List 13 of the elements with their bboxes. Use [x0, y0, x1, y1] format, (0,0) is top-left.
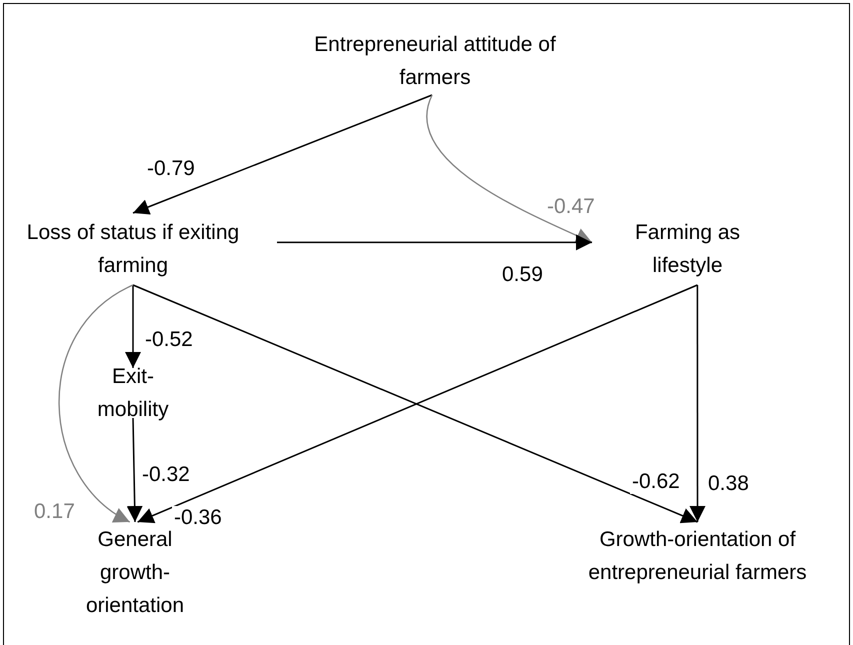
variable-label: Farming as lifestyle: [605, 216, 770, 282]
arrow: [277, 234, 592, 250]
variable-label: Entrepreneurial attitude of farmers: [290, 28, 580, 94]
variable-label: Loss of status if exiting farming: [20, 216, 246, 282]
arrow: [58, 284, 134, 523]
edge-label: -0.62: [630, 470, 682, 494]
variable-label: Growth-orientation of entrepreneurial farmers: [585, 523, 810, 622]
arrow: [126, 418, 143, 522]
arrow: [132, 94, 432, 215]
arrow: [426, 94, 592, 244]
arrow: [690, 285, 706, 522]
variable-label: Exit-mobility: [88, 360, 178, 426]
arrow: [125, 285, 141, 368]
